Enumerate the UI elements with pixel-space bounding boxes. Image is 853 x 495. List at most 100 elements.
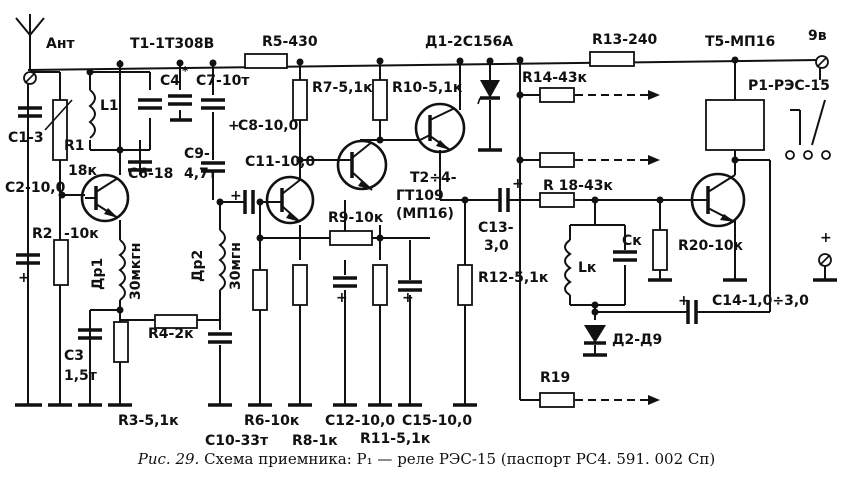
label-c9-value: 4,7т: [184, 166, 218, 182]
label-r20: R20-10к: [678, 238, 744, 254]
label-volt: 9в: [808, 28, 827, 44]
label-lk: Lк: [578, 260, 597, 276]
label-t5: Т5-МП16: [705, 34, 775, 50]
label-r4: R4-2к: [148, 326, 194, 342]
t3-transistor: [336, 139, 388, 191]
label-r7: R7-5,1к: [312, 80, 373, 96]
caption-prefix: Рис. 29.: [137, 450, 200, 468]
label-dr1-value: 30мкгн: [128, 243, 144, 300]
label-r9: R9-10к: [328, 210, 384, 226]
label-c4: С4: [160, 73, 180, 89]
relay-p1: [705, 99, 831, 160]
label-r19: R19: [540, 370, 570, 386]
transistors: [80, 102, 746, 228]
label-d1: Д1-2С156А: [425, 34, 513, 50]
label-c3-value: 1,5т: [64, 368, 98, 384]
label-c6: С6-18: [128, 166, 173, 182]
label-c2-plus: +: [18, 270, 30, 286]
t1-transistor: [80, 173, 130, 223]
supply-terminals: [815, 55, 832, 267]
r9-resistor: [329, 230, 373, 246]
label-c1: С1-3: [8, 130, 44, 146]
label-dr1: Др1: [90, 258, 106, 290]
l1-coil: [88, 89, 96, 139]
label-dr2: Др2: [190, 250, 206, 282]
dashed-arrows: [575, 90, 660, 405]
label-r10: R10-5,1к: [392, 80, 463, 96]
label-c14: С14-1,0÷3,0: [712, 293, 809, 309]
label-c9: С9-: [184, 146, 210, 162]
label-r2-value: -10к: [64, 226, 99, 242]
d1-zener: [477, 80, 500, 105]
r14-resistor: [539, 87, 575, 103]
label-r3: R3-5,1к: [118, 413, 179, 429]
r8-resistor: [292, 264, 308, 306]
figure-caption: Рис. 29. Схема приемника: Р₁ — реле РЭС-…: [0, 450, 853, 468]
label-r8: R8-1к: [292, 433, 338, 449]
label-r13: R13-240: [592, 32, 658, 48]
label-c8: С8-10,0: [238, 118, 299, 134]
lk-coil: [564, 239, 572, 296]
label-c12-plus: +: [336, 290, 348, 306]
label-ck: Ск: [622, 233, 642, 249]
label-c13: С13-: [478, 220, 514, 236]
label-c7: С7-10т: [196, 73, 250, 89]
resistors: [44, 51, 668, 408]
r10-resistor: [372, 79, 388, 121]
r5-resistor: [244, 53, 288, 69]
ground-bars: [15, 118, 837, 407]
inductors: [88, 89, 572, 301]
label-d2: Д2-Д9: [612, 332, 662, 348]
label-c13-value: 3,0: [484, 238, 509, 254]
r20-resistor: [652, 229, 668, 271]
label-t24: Т2÷4-: [410, 170, 457, 186]
r13-resistor: [589, 51, 635, 67]
label-c15: С15-10,0: [402, 413, 472, 429]
label-r5: R5-430: [262, 34, 318, 50]
label-c12: С12-10,0: [325, 413, 395, 429]
label-l1: L1: [100, 98, 119, 114]
label-c4-star: *: [182, 64, 189, 78]
r12-resistor: [457, 264, 473, 306]
capacitors: [16, 94, 705, 344]
label-c2: С2-10,0: [5, 180, 66, 196]
label-t24-type: ГТ109: [396, 188, 444, 204]
dr2-coil: [218, 229, 226, 291]
label-c15-plus: +: [402, 290, 414, 306]
label-t24-alt: (МП16): [396, 206, 454, 222]
r3-resistor: [113, 321, 129, 363]
t2-transistor: [265, 175, 315, 225]
label-r12: R12-5,1к: [478, 270, 549, 286]
label-r18: R 18-43к: [543, 178, 613, 194]
r14b-resistor: [539, 152, 575, 168]
label-r6: R6-10к: [244, 413, 300, 429]
label-dr2-value: 30мгн: [228, 242, 244, 290]
caption-text: Схема приемника: Р₁ — реле РЭС-15 (паспо…: [204, 450, 716, 468]
r4-resistor: [154, 314, 198, 329]
label-r1: R1: [64, 138, 85, 154]
label-c8-plus: +: [228, 118, 240, 134]
dr1-coil: [118, 239, 126, 301]
r7-resistor: [292, 79, 308, 121]
label-r14: R14-43к: [522, 70, 588, 86]
label-c11: С11-10,0: [245, 154, 315, 170]
diodes: [477, 80, 606, 345]
junction-dots: [58, 56, 739, 316]
relay-coil: [705, 99, 765, 151]
r11-resistor: [372, 264, 388, 306]
r2-resistor: [53, 239, 69, 286]
label-p1: Р1-РЭС-15: [748, 78, 830, 94]
label-r2: R2: [32, 226, 53, 242]
component-labels: Ант Т1-1Т308В R5-430 Д1-2С156А R13-240 Т…: [5, 28, 832, 449]
label-c14-plus: +: [678, 293, 690, 309]
receiver-schematic: Ант Т1-1Т308В R5-430 Д1-2С156А R13-240 Т…: [5, 14, 837, 449]
r1-resistor: [52, 99, 68, 161]
r19-resistor: [539, 392, 575, 408]
label-c3: С3: [64, 348, 84, 364]
d2-diode: [584, 325, 606, 345]
label-r1-value: 18к: [68, 163, 97, 179]
label-r11: R11-5,1к: [360, 431, 431, 447]
label-c13-plus: +: [512, 176, 524, 192]
label-ant: Ант: [46, 36, 76, 52]
r6-resistor: [252, 269, 268, 311]
